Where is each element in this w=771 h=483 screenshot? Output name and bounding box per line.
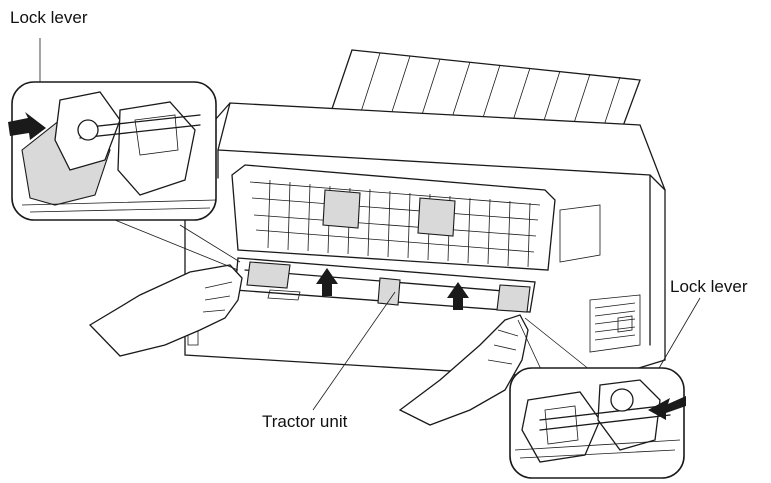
- lock-lever-right-label: Lock lever: [670, 277, 748, 296]
- open-cover: [231, 164, 556, 271]
- left-detail-inset: [8, 81, 217, 221]
- lock-lever-right-pointer: [654, 297, 701, 376]
- lock-lever-left-label: Lock lever: [10, 8, 88, 27]
- right-hand: [398, 314, 529, 426]
- tractor-unit-pointer: [312, 291, 396, 411]
- left-hand: [88, 264, 243, 357]
- up-arrow-left: [316, 268, 338, 296]
- right-detail-inset: [509, 367, 686, 479]
- tractor-unit-label: Tractor unit: [262, 412, 348, 431]
- up-arrow-right: [447, 282, 469, 310]
- left-callout-line: [109, 217, 241, 271]
